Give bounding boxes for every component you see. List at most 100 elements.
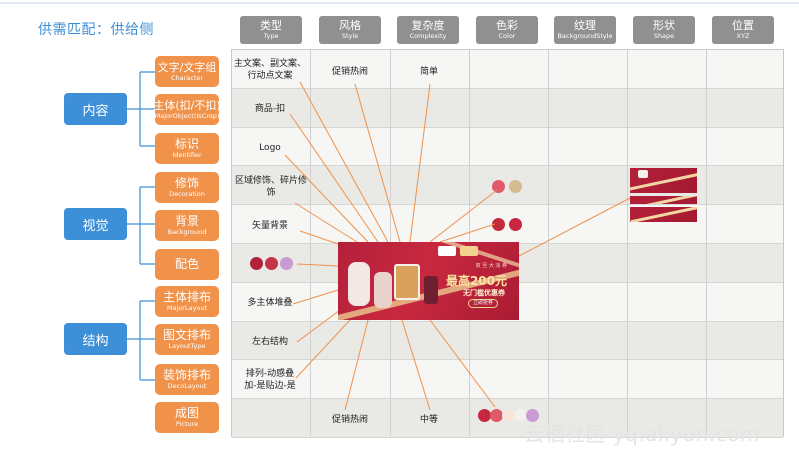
product-tablet [394,264,420,300]
attribute-layout-type: 图文排布 LayoutType [155,324,219,355]
column-header-label: 形状 [653,19,675,32]
cell-type-character: 主文案、副文案、行动点文案 [233,59,306,81]
attribute-label: 成图 [174,406,199,420]
grid-row [232,88,783,128]
column-header-sublabel: Complexity [409,32,447,40]
banner-cta-button: 立即抢券 [468,299,498,308]
cell-type-major-object: 商品-扣 [254,104,286,114]
decoration-thumbnail [630,196,697,204]
column-header-background-style: 纹理 BackgroundStyle [554,16,616,44]
grid-row [232,205,783,244]
decoration-thumbnail [630,168,697,193]
column-header-label: 类型 [260,19,282,32]
cell-type-identifier: Logo [259,143,281,153]
attribute-decoration: 修饰 Decoration [155,172,219,203]
column-header-label: 位置 [732,19,754,32]
column-header-color: 色彩 Color [476,16,538,44]
color-swatch [280,257,293,270]
color-swatch [478,409,491,422]
column-header-sublabel: XYZ [736,32,750,40]
column-header-sublabel: BackgroundStyle [557,32,613,40]
cell-type-decoration: 区域修饰、碎片修饰 [234,176,307,198]
attribute-sublabel: MajorObject(IsCrop) [154,112,220,120]
attribute-color-scheme: 配色 [155,249,219,280]
product-bottle [348,262,370,306]
watermark: 云栖社区 yq.aliyun.com [524,422,760,446]
product-bottle [374,272,392,308]
cell-type-layout-type: 左右结构 [251,337,288,347]
banner-subheadline: 无门槛优惠券 [463,289,505,297]
category-content: 内容 [64,93,127,125]
attribute-deco-layout: 装饰排布 DecoLayout [155,364,219,395]
grid-row [232,127,783,167]
cell-complexity-character: 简单 [419,67,438,77]
color-swatch [526,409,539,422]
attribute-label: 配色 [174,257,199,271]
cell-type-background: 矢量背景 [251,221,288,231]
attribute-sublabel: LayoutType [168,342,206,350]
color-swatch [490,409,503,422]
column-header-sublabel: Shape [653,32,675,40]
cell-type-major-layout: 多主体堆叠 [247,298,293,308]
column-header-type: 类型 Type [240,16,302,44]
color-swatch [492,180,505,193]
decoration-thumbnail [630,207,697,222]
column-header-shape: 形状 Shape [633,16,695,44]
attribute-character: 文字/文字组 Character [155,56,219,87]
column-header-label: 色彩 [496,19,518,32]
grid-column-line [706,50,707,436]
attribute-label: 标识 [174,137,199,151]
attribute-picture: 成图 Picture [155,402,219,433]
column-header-sublabel: Style [341,32,359,40]
attribute-sublabel: DecoLayout [167,382,207,390]
brand-logo [438,246,456,256]
color-swatch [250,257,263,270]
grid-column-line [548,50,549,436]
promo-banner-image: 双 旦 大 派 券 最高200元 无门槛优惠券 立即抢券 [338,242,519,320]
column-header-xyz: 位置 XYZ [712,16,774,44]
grid-column-line [310,50,311,436]
attribute-sublabel: Decoration [169,190,205,198]
category-visual: 视觉 [64,208,127,240]
attribute-label: 背景 [174,214,199,228]
cell-type-deco-layout: 排列-动感叠加-是贴边-是 [244,369,296,391]
column-header-style: 风格 Style [319,16,381,44]
grid-column-line [627,50,628,436]
attribute-label: 修饰 [174,176,199,190]
attribute-sublabel: Background [167,228,207,236]
attribute-background: 背景 Background [155,210,219,241]
attribute-identifier: 标识 Identifier [155,133,219,164]
grid-row [232,360,783,400]
column-header-sublabel: Type [263,32,279,40]
attribute-sublabel: Picture [175,420,199,428]
column-header-complexity: 复杂度 Complexity [397,16,459,44]
attribute-sublabel: MajorLayout [166,304,208,312]
column-header-sublabel: Color [498,32,516,40]
color-swatch [509,218,522,231]
banner-headline: 最高200元 [445,274,507,288]
product-box [424,276,438,304]
attribute-sublabel: Identifier [172,151,202,159]
grid-row [232,321,783,361]
category-structure: 结构 [64,323,127,355]
attribute-label: 图文排布 [162,328,211,342]
column-header-label: 纹理 [574,19,596,32]
color-swatch [509,180,522,193]
page-title: 供需匹配：供给侧 [38,22,154,38]
brand-logo [460,246,478,256]
color-swatch [492,218,505,231]
attribute-major-object: 主体(扣/不扣) MajorObject(IsCrop) [153,94,221,125]
top-rule [0,2,799,4]
attribute-label: 文字/文字组 [157,61,217,74]
attribute-label: 装饰排布 [162,368,211,382]
column-header-label: 风格 [339,19,361,32]
column-header-label: 复杂度 [411,19,445,32]
cell-style-picture: 促销热闹 [331,415,368,425]
cell-complexity-picture: 中等 [419,415,438,425]
attribute-label: 主体排布 [162,290,211,304]
color-swatch [265,257,278,270]
grid-row [232,166,783,206]
cell-style-character: 促销热闹 [331,67,368,77]
attribute-major-layout: 主体排布 MajorLayout [155,286,219,317]
attribute-label: 主体(扣/不扣) [153,99,221,112]
